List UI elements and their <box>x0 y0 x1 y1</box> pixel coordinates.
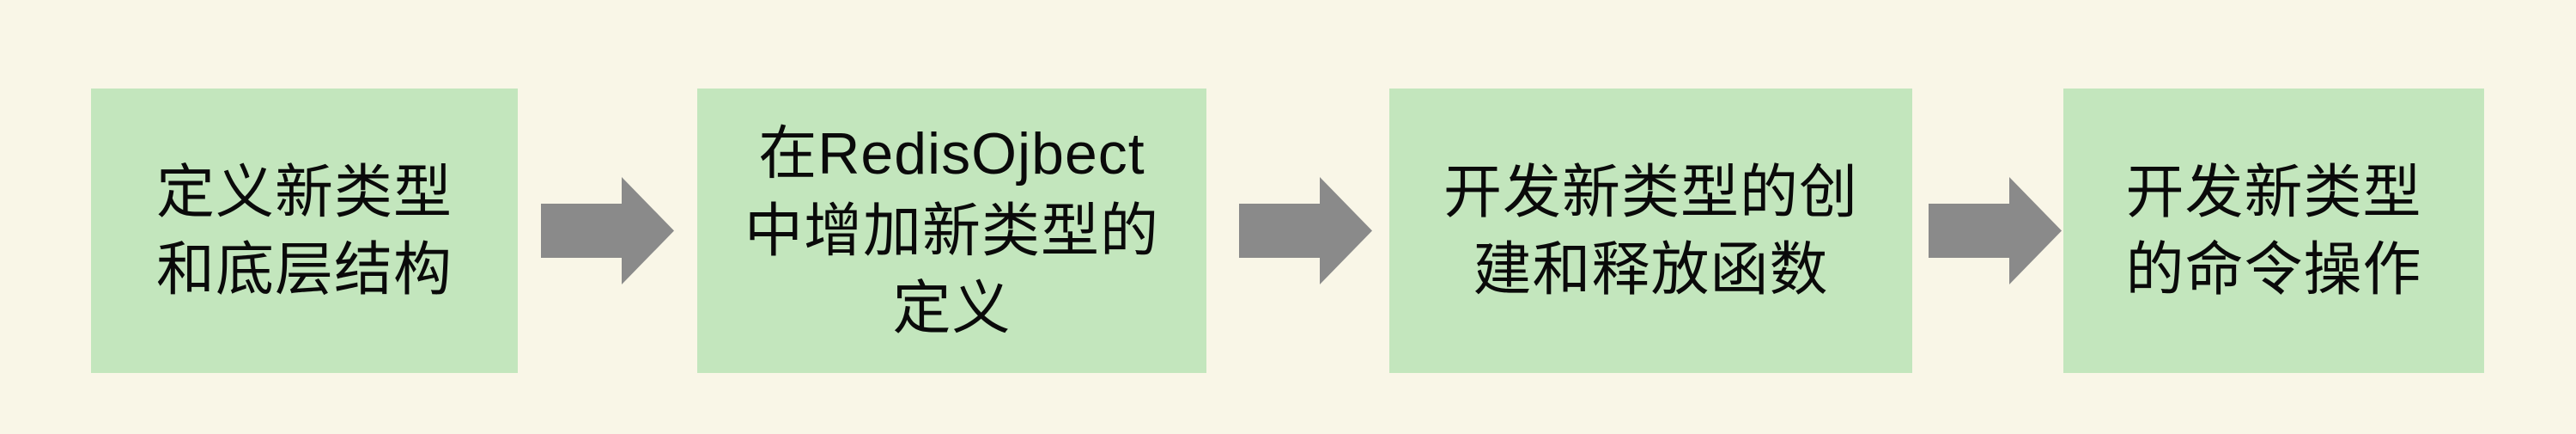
flow-step-1-text-line: 定义新类型 <box>155 159 453 225</box>
flow-step-1-text-line: 和底层结构 <box>155 236 453 303</box>
flow-step-1: 定义新类型 和底层结构 <box>91 89 518 373</box>
flow-step-4-text-line: 的命令操作 <box>2125 236 2422 303</box>
block-arrow-right-icon <box>541 177 674 284</box>
flow-step-3-text-line: 建和释放函数 <box>1473 236 1829 303</box>
flow-step-4: 开发新类型 的命令操作 <box>2063 89 2484 373</box>
flow-step-3-text-line: 开发新类型的创 <box>1443 159 1858 225</box>
block-arrow-right-icon <box>1239 177 1372 284</box>
flow-step-2-text-line: 在RedisOjbect <box>758 120 1145 186</box>
flow-step-2-text-line: 中增加新类型的 <box>744 198 1159 264</box>
flow-step-2: 在RedisOjbect 中增加新类型的 定义 <box>697 89 1206 373</box>
flow-step-4-text-line: 开发新类型 <box>2125 159 2422 225</box>
flow-step-3: 开发新类型的创 建和释放函数 <box>1389 89 1912 373</box>
block-arrow-right-icon <box>1929 177 2062 284</box>
flow-step-2-text-line: 定义 <box>892 275 1012 341</box>
